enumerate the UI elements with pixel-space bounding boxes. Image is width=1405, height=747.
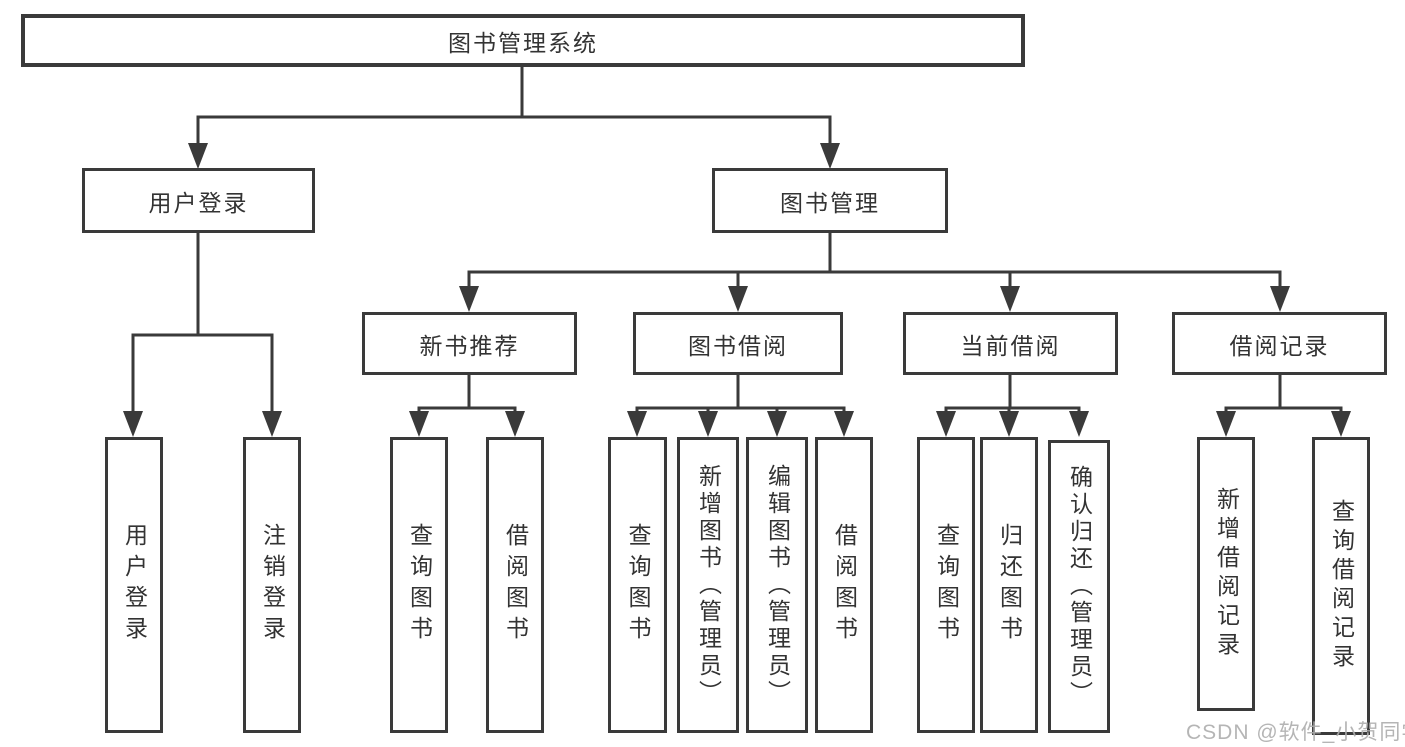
node-book-mgmt-label: 图书管理 bbox=[780, 189, 880, 216]
arrowhead bbox=[820, 143, 840, 169]
arrowhead bbox=[123, 411, 143, 437]
leaf-current-return-label: 归还图书 bbox=[996, 523, 1023, 647]
leaf-borrowing-edit-label: 编辑图书（管理员） bbox=[764, 463, 791, 707]
leaf-borrowing-add: 新增图书（管理员） bbox=[677, 437, 739, 733]
leaf-current-query: 查询图书 bbox=[917, 437, 975, 733]
node-current: 当前借阅 bbox=[903, 312, 1118, 375]
node-records-label: 借阅记录 bbox=[1229, 332, 1330, 359]
node-user-login-label: 用户登录 bbox=[148, 189, 249, 216]
node-borrowing-label: 图书借阅 bbox=[688, 332, 788, 359]
arrowhead bbox=[188, 143, 208, 169]
leaf-records-query: 查询借阅记录 bbox=[1312, 437, 1370, 735]
leaf-current-query-label: 查询图书 bbox=[933, 523, 960, 647]
leaf-current-confirm-label: 确认归还（管理员） bbox=[1066, 465, 1093, 708]
arrowhead bbox=[767, 411, 787, 437]
node-new-books: 新书推荐 bbox=[362, 312, 577, 375]
node-new-books-label: 新书推荐 bbox=[419, 332, 520, 359]
leaf-current-return: 归还图书 bbox=[980, 437, 1038, 733]
leaf-newbooks-borrow: 借阅图书 bbox=[486, 437, 544, 733]
node-borrowing: 图书借阅 bbox=[633, 312, 843, 375]
node-current-label: 当前借阅 bbox=[960, 332, 1061, 359]
node-root: 图书管理系统 bbox=[21, 14, 1025, 67]
arrowhead bbox=[1270, 286, 1290, 312]
node-records: 借阅记录 bbox=[1172, 312, 1387, 375]
node-user-login: 用户登录 bbox=[82, 168, 315, 233]
arrowhead bbox=[728, 286, 748, 312]
node-root-label: 图书管理系统 bbox=[448, 29, 598, 56]
leaf-user-login: 用户登录 bbox=[105, 437, 163, 733]
leaf-user-login-label: 用户登录 bbox=[121, 523, 148, 647]
leaf-logout-label: 注销登录 bbox=[259, 523, 286, 647]
arrowhead bbox=[1069, 411, 1089, 437]
arrowhead bbox=[936, 411, 956, 437]
leaf-borrowing-add-label: 新增图书（管理员） bbox=[695, 463, 722, 707]
leaf-newbooks-borrow-label: 借阅图书 bbox=[502, 523, 529, 647]
leaf-borrowing-borrow-label: 借阅图书 bbox=[831, 523, 858, 647]
arrowhead bbox=[1331, 411, 1351, 437]
leaf-logout: 注销登录 bbox=[243, 437, 301, 733]
arrowhead bbox=[627, 411, 647, 437]
arrowhead bbox=[505, 411, 525, 437]
leaf-borrowing-query-label: 查询图书 bbox=[625, 523, 651, 647]
leaf-records-query-label: 查询借阅记录 bbox=[1328, 499, 1355, 673]
leaf-current-confirm: 确认归还（管理员） bbox=[1048, 440, 1110, 733]
arrowhead bbox=[834, 411, 854, 437]
leaf-borrowing-borrow: 借阅图书 bbox=[815, 437, 873, 733]
leaf-borrowing-query: 查询图书 bbox=[608, 437, 667, 733]
arrowhead bbox=[459, 286, 479, 312]
arrowhead bbox=[999, 411, 1019, 437]
arrowhead bbox=[1000, 286, 1020, 312]
leaf-records-add-label: 新增借阅记录 bbox=[1213, 487, 1240, 661]
watermark-text: CSDN @软件_小贺同学 bbox=[1186, 721, 1405, 744]
arrowhead bbox=[409, 411, 429, 437]
node-book-mgmt: 图书管理 bbox=[712, 168, 948, 233]
leaf-newbooks-query: 查询图书 bbox=[390, 437, 448, 733]
leaf-borrowing-edit: 编辑图书（管理员） bbox=[746, 437, 808, 733]
arrowhead bbox=[698, 411, 718, 437]
arrowhead bbox=[262, 411, 282, 437]
leaf-newbooks-query-label: 查询图书 bbox=[406, 523, 433, 647]
leaf-records-add: 新增借阅记录 bbox=[1197, 437, 1255, 711]
arrowhead bbox=[1216, 411, 1236, 437]
